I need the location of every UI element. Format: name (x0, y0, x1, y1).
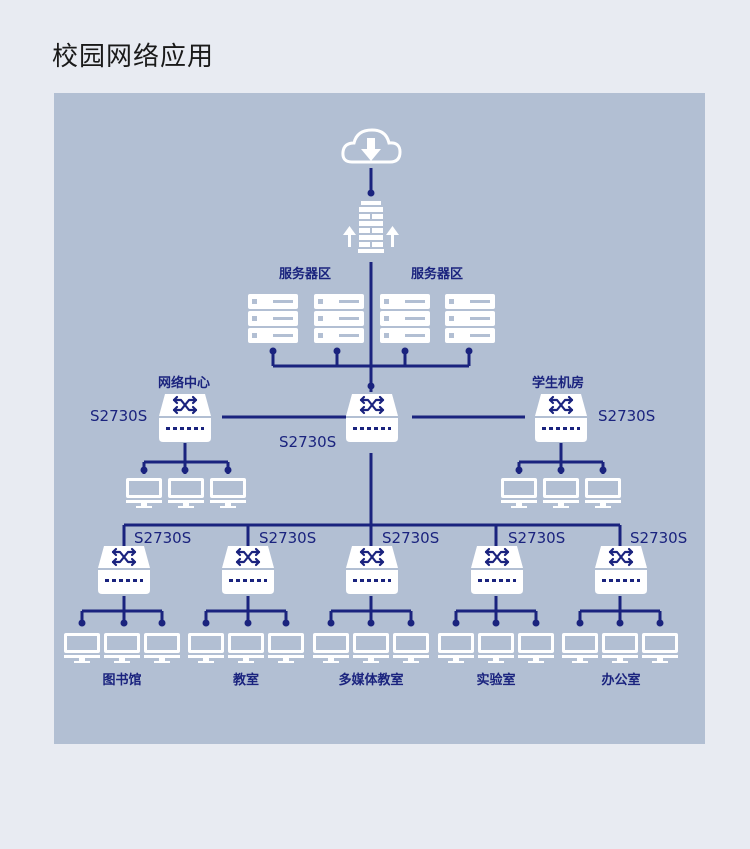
access-switch-model: S2730S (259, 529, 316, 547)
right-monitor-group (501, 478, 621, 508)
location-label: 多媒体教室 (338, 672, 403, 688)
monitor-icon (438, 633, 474, 663)
zone-label-server-right: 服务器区 (411, 266, 463, 282)
access-switch-icon (96, 544, 152, 596)
access-monitor-groups (64, 633, 678, 663)
access-switch-model: S2730S (508, 529, 565, 547)
monitor-icon (393, 633, 429, 663)
zone-label-network-center: 网络中心 (158, 375, 210, 391)
server-icon (380, 294, 430, 343)
firewall-icon (343, 201, 399, 253)
monitor-icon (642, 633, 678, 663)
core-switch-icon (344, 392, 400, 444)
monitor-icon (168, 478, 204, 508)
monitor-icon (353, 633, 389, 663)
monitor-icon (64, 633, 100, 663)
location-label: 实验室 (476, 672, 515, 688)
access-switch-model: S2730S (134, 529, 191, 547)
page-title: 校园网络应用 (52, 42, 215, 72)
monitor-icon (104, 633, 140, 663)
access-switch-icon (220, 544, 276, 596)
access-switch-model: S2730S (382, 529, 439, 547)
left-switch-icon (157, 392, 213, 444)
monitor-icon (228, 633, 264, 663)
monitor-icon (543, 478, 579, 508)
monitor-icon (478, 633, 514, 663)
monitor-icon (602, 633, 638, 663)
monitor-icon (562, 633, 598, 663)
monitor-icon (268, 633, 304, 663)
server-icon (314, 294, 364, 343)
access-switch-model: S2730S (630, 529, 687, 547)
monitor-icon (585, 478, 621, 508)
monitor-icon (126, 478, 162, 508)
monitor-icon (210, 478, 246, 508)
cloud-icon (341, 128, 402, 164)
right-switch-model: S2730S (598, 407, 655, 425)
access-switch-icon (344, 544, 400, 596)
monitor-icon (144, 633, 180, 663)
location-label: 办公室 (601, 672, 640, 688)
monitor-icon (313, 633, 349, 663)
left-switch-model: S2730S (90, 407, 147, 425)
left-monitor-group (126, 478, 246, 508)
zone-label-student-lab: 学生机房 (532, 375, 584, 391)
access-switch-icon (593, 544, 649, 596)
server-icon (445, 294, 495, 343)
server-icon (248, 294, 298, 343)
zone-label-server-left: 服务器区 (279, 266, 331, 282)
location-label: 教室 (232, 672, 259, 688)
location-label: 图书馆 (102, 672, 141, 688)
monitor-icon (518, 633, 554, 663)
right-switch-icon (533, 392, 589, 444)
junction-dots (78, 189, 664, 627)
monitor-icon (188, 633, 224, 663)
access-switch-icon (469, 544, 525, 596)
core-switch-model: S2730S (279, 433, 336, 451)
monitor-icon (501, 478, 537, 508)
